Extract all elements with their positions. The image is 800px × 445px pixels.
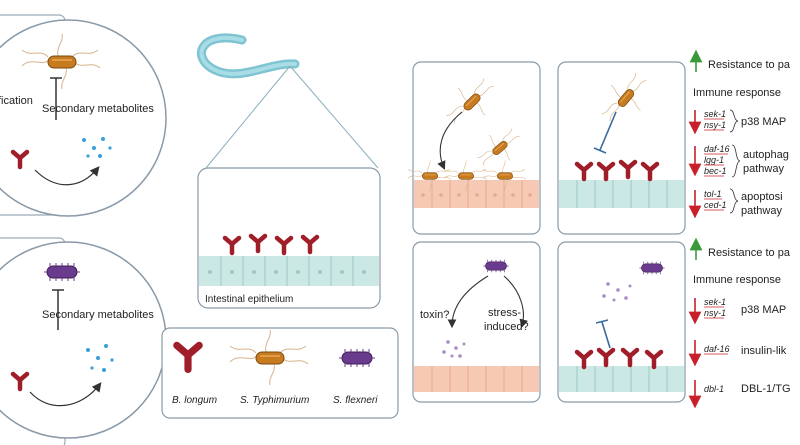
pathway-label: pathway bbox=[741, 205, 782, 217]
gene-name: sek-1 bbox=[704, 109, 726, 119]
pathway-label: pathway bbox=[743, 163, 784, 175]
gene-name: dbl-1 bbox=[704, 384, 724, 394]
worm-illustration bbox=[197, 33, 379, 169]
epithelium-label: Intestinal epithelium bbox=[205, 294, 293, 305]
stress-label: stress- bbox=[488, 307, 521, 319]
gene-name: nsy-1 bbox=[704, 120, 726, 130]
toxin-label: toxin? bbox=[420, 309, 449, 321]
stress-label: induced? bbox=[484, 321, 529, 333]
legend-label: B. longum bbox=[172, 395, 217, 406]
left-top-panel: fication Secondary metabolites bbox=[0, 14, 167, 217]
results-bottom: Resistance to pa Immune response sek-1 n… bbox=[688, 237, 791, 409]
gene-name: sek-1 bbox=[704, 297, 726, 307]
flexneri-protection-panel bbox=[557, 241, 686, 403]
toxin-dots bbox=[602, 282, 632, 302]
pathway-label: apoptosi bbox=[741, 191, 783, 203]
gene-name: daf-16 bbox=[704, 144, 730, 154]
typhimurium-infection-panel bbox=[407, 61, 541, 235]
gene-name: ced-1 bbox=[704, 200, 727, 210]
intestine-panel: Intestinal epithelium bbox=[197, 167, 381, 309]
gene-name: daf-16 bbox=[704, 344, 730, 354]
pathway-label: autophag bbox=[743, 149, 789, 161]
secondary-metabolites-label-bottom: Secondary metabolites bbox=[42, 309, 154, 321]
pathway-label: p38 MAP bbox=[741, 304, 786, 316]
flexneri-infection-panel: toxin? stress- induced? bbox=[412, 241, 541, 403]
gene-name: bec-1 bbox=[704, 166, 727, 176]
metabolite-dots bbox=[86, 344, 114, 372]
gene-name: nsy-1 bbox=[704, 308, 726, 318]
secondary-metabolites-label-top: Secondary metabolites bbox=[42, 103, 154, 115]
pathway-label: DBL-1/TG bbox=[741, 383, 791, 395]
resistance-label: Resistance to pa bbox=[708, 59, 791, 71]
legend-label: S. Typhimurium bbox=[240, 395, 309, 406]
pathway-label: insulin-lik bbox=[741, 345, 787, 357]
resistance-label: Resistance to pa bbox=[708, 247, 791, 259]
results-top: Resistance to pa Immune response sek-1 n… bbox=[688, 49, 791, 219]
partial-label: fication bbox=[0, 95, 33, 107]
gene-name: tol-1 bbox=[704, 189, 722, 199]
immune-response-title: Immune response bbox=[693, 274, 781, 286]
typhimurium-protection-panel bbox=[557, 61, 686, 235]
legend-label: S. flexneri bbox=[333, 395, 378, 406]
pathway-label: p38 MAP bbox=[741, 116, 786, 128]
left-bottom-panel: Secondary metabolites bbox=[0, 237, 167, 445]
legend: B. longum S. Typhimurium S. flexneri bbox=[161, 327, 399, 419]
metabolite-dots bbox=[82, 137, 112, 158]
toxin-dots bbox=[442, 340, 466, 358]
immune-response-title: Immune response bbox=[693, 87, 781, 99]
gene-name: lgg-1 bbox=[704, 155, 724, 165]
